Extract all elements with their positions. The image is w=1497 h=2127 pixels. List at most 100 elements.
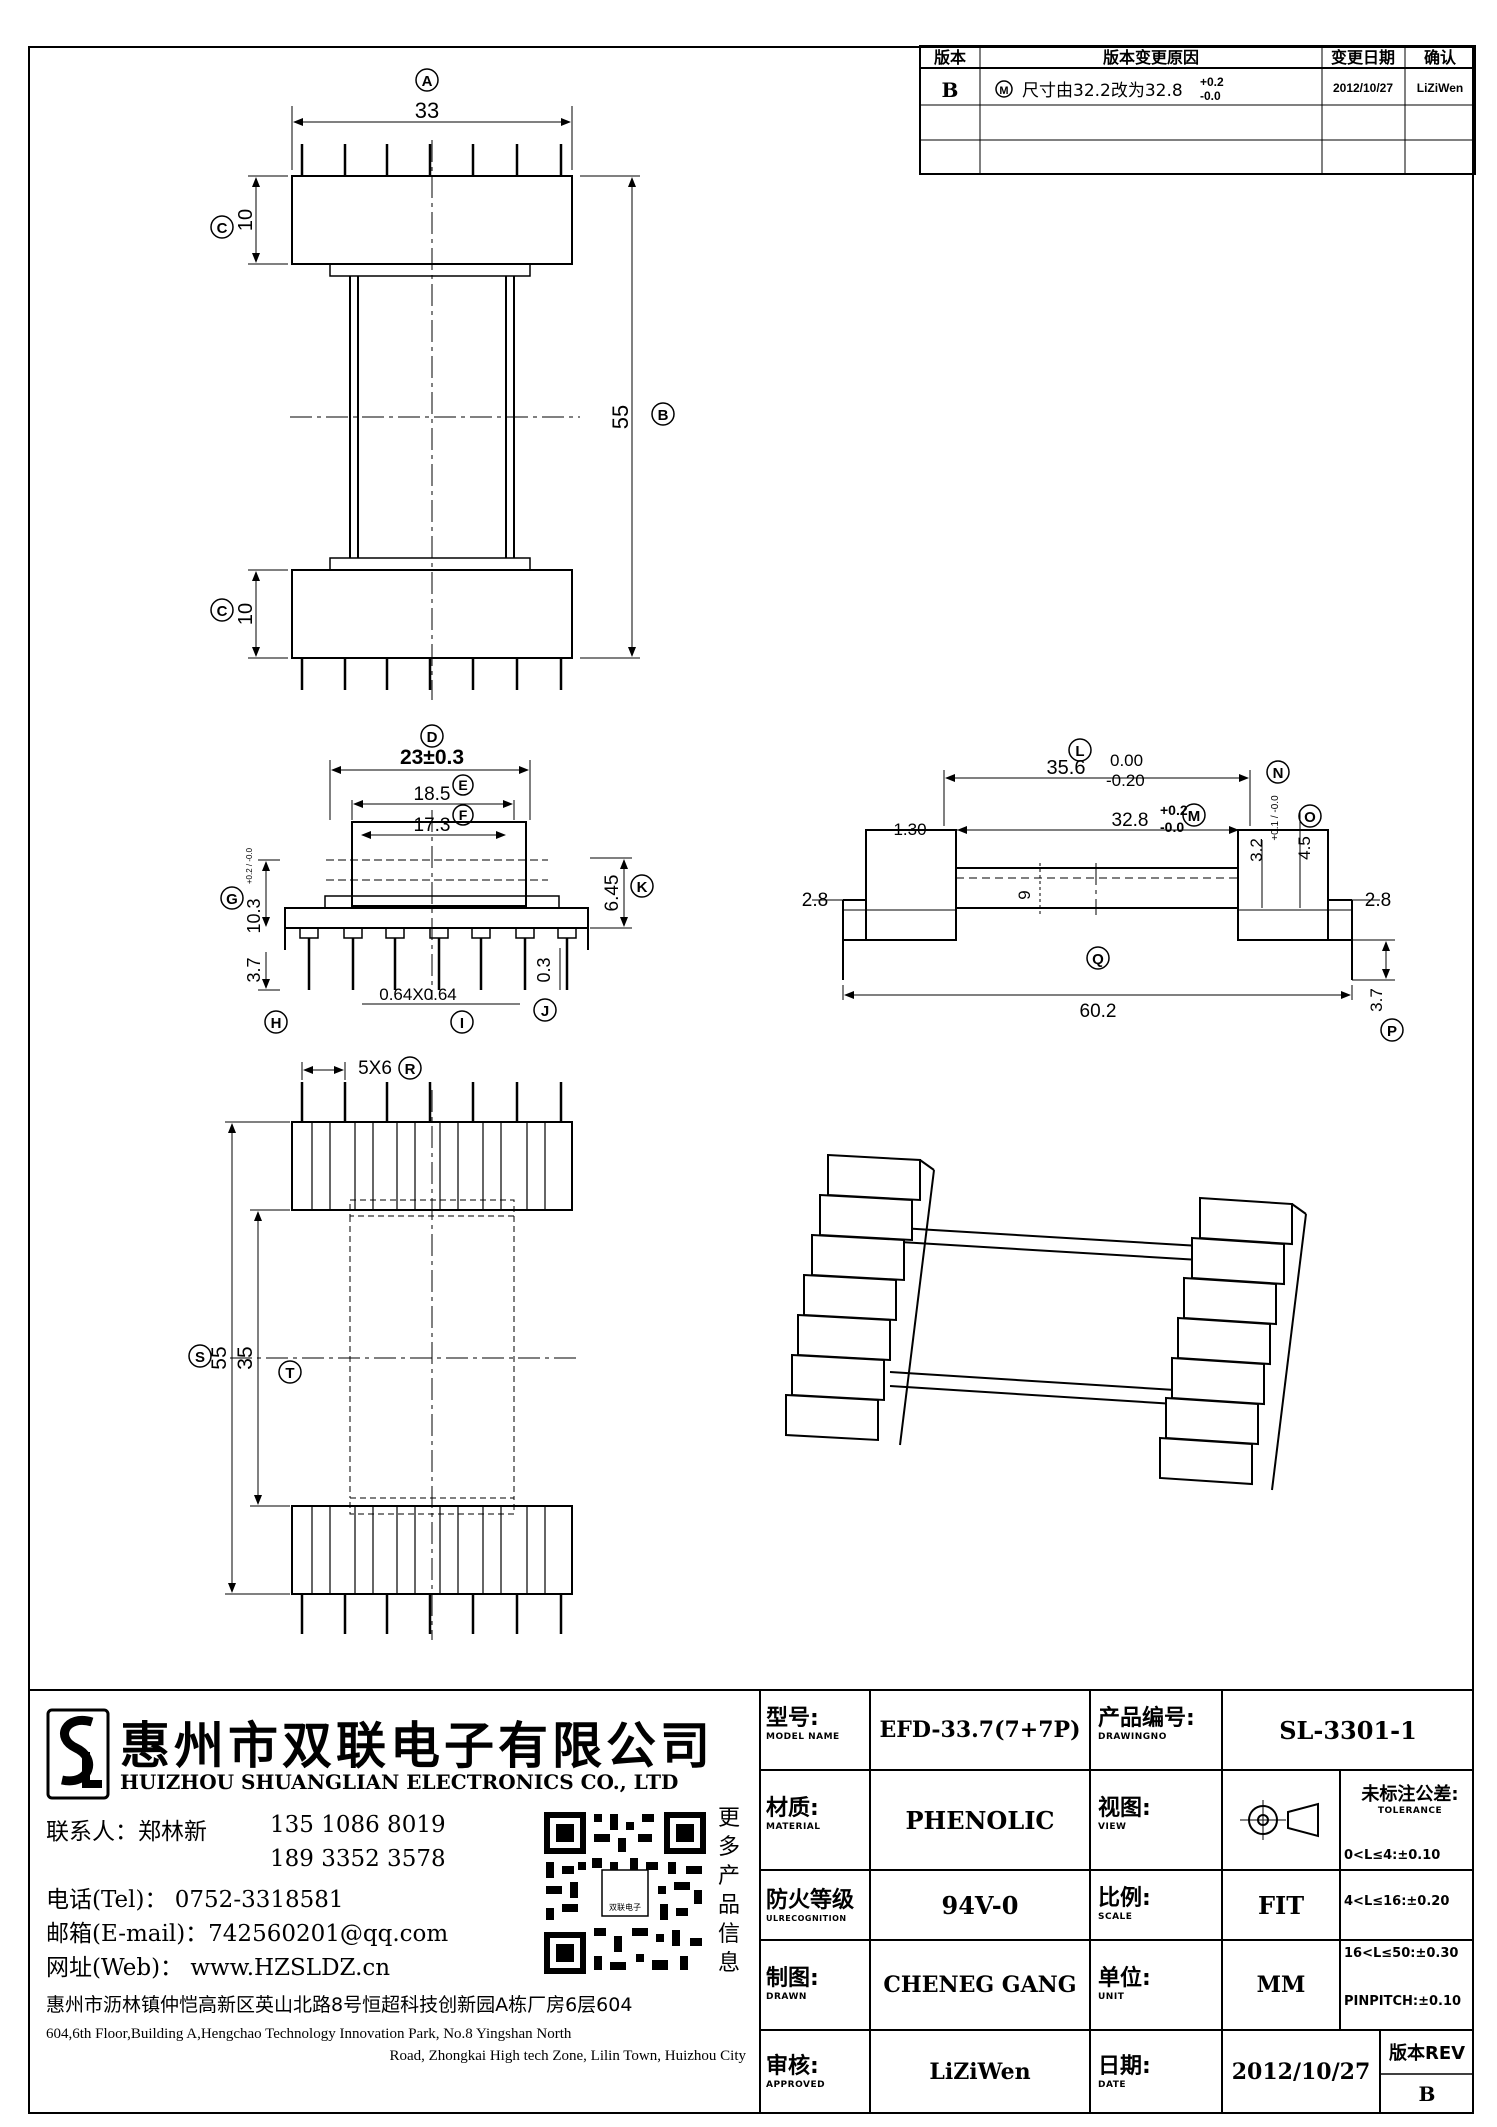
callout-n-circle (1266, 760, 1290, 784)
drawn-label: 制图: (766, 1966, 819, 1991)
dim-k-value: 6.45 (602, 875, 623, 912)
callout-q-circle (1086, 946, 1110, 970)
scale-label-cell: 比例: SCALE (1098, 1880, 1151, 1922)
callout-k-circle (630, 874, 654, 898)
date-label-cell: 日期: DATE (1098, 2048, 1151, 2090)
callout-c-top-circle (210, 215, 234, 239)
date-header: 变更日期 (1331, 48, 1395, 67)
qr-side-char: 多 (717, 1835, 740, 1860)
callout-k: K (637, 879, 648, 896)
tolerance-label: 未标注公差: (1361, 1784, 1459, 1805)
material-label-cell: 材质: MATERIAL (766, 1790, 821, 1832)
unit-value: MM (1256, 1972, 1306, 1998)
callout-f-circle (452, 804, 474, 826)
approved-label: 审核: (766, 2054, 819, 2079)
rev-date: 2012/10/27 (1333, 81, 1393, 95)
rev-confirm: LiZiWen (1417, 81, 1463, 95)
side-view (812, 770, 1395, 1000)
address-cn: 惠州市沥林镇仲恺高新区英山北路8号恒超科技创新园A栋厂房6层604 (46, 1994, 633, 2016)
qr-code: 双联电子 (540, 1808, 710, 1978)
dim-l-tol-minus: -0.20 (1106, 771, 1145, 790)
dim-9-value: 9 (1015, 890, 1034, 899)
side-view-labels: L 35.6 0.00 -0.20 32.8 +0.2 -0.0 M 1.30 … (802, 738, 1404, 1042)
callout-g-circle (220, 886, 244, 910)
rev-marker: M (999, 85, 1008, 97)
callout-p-circle (1380, 1018, 1404, 1042)
qr-side-char: 品 (717, 1893, 740, 1918)
qr-center-label: 双联电子 (609, 1903, 641, 1912)
front-view (258, 760, 632, 1005)
rev-tol-plus: +0.2 (1200, 75, 1224, 89)
front-view-labels: D 23±0.3 E 18.5 F 17.3 6.45 K G 10.3 +0.… (220, 724, 654, 1034)
callout-o-circle (1298, 804, 1322, 828)
callout-a-circle (415, 68, 439, 92)
rev-marker-circle (995, 80, 1013, 98)
callout-n: N (1273, 765, 1284, 782)
callout-o: O (1304, 809, 1316, 826)
dim-n-tolerance: +0.1 / -0.0 (1270, 795, 1281, 841)
callout-f: F (459, 807, 468, 823)
dim-m-tol-minus: -0.0 (1160, 819, 1184, 835)
tolerance-0: 0<L≤4:±0.10 (1344, 1848, 1441, 1863)
rev-header: 版本 (933, 48, 966, 67)
contact-email: 邮箱(E-mail)：742560201@qq.com (46, 1921, 449, 1947)
dim-28-left-value: 2.8 (802, 890, 828, 911)
rev-reason: 尺寸由32.2改为32.8 (1022, 81, 1183, 101)
reason-header: 版本变更原因 (1102, 48, 1199, 67)
callout-r: R (405, 1061, 416, 1078)
dim-h-value: 3.7 (244, 957, 264, 982)
dim-g-tolerance: +0.2 / -0.0 (245, 847, 254, 884)
rev-label: 版本REV (1388, 2043, 1466, 2064)
approved-value: LiZiWen (929, 2059, 1031, 2085)
dim-o-value: 4.5 (1295, 836, 1314, 860)
dim-c-top-value: 10 (235, 209, 257, 231)
dim-s-value: 55 (208, 1346, 231, 1369)
tolerance-label-en: TOLERANCE (1377, 1806, 1443, 1816)
approved-label-cell: 审核: APPROVED (766, 2048, 825, 2090)
sl-logo-icon (46, 1708, 110, 1800)
bottom-view (225, 1062, 580, 1640)
drawing-no-value: SL-3301-1 (1279, 1715, 1417, 1745)
dim-c-bottom-value: 10 (235, 603, 257, 625)
callout-t: T (285, 1365, 294, 1382)
contact-phone-2: 189 3352 3578 (270, 1846, 446, 1872)
callout-p: P (1387, 1023, 1397, 1040)
scale-label-en: SCALE (1098, 1912, 1133, 1922)
material-label: 材质: (766, 1796, 819, 1821)
callout-q: Q (1092, 951, 1104, 968)
callout-m: M (1188, 808, 1201, 825)
tolerance-label-cell: 未标注公差: TOLERANCE (1346, 1780, 1474, 1816)
drawn-label-cell: 制图: DRAWN (766, 1960, 819, 2002)
contact-person: 联系人：郑林新 (46, 1819, 207, 1845)
qr-side-char: 产 (717, 1864, 740, 1889)
address-en-line1: 604,6th Floor,Building A,Hengchao Techno… (46, 2026, 572, 2042)
dim-d-value: 23±0.3 (400, 746, 464, 769)
qr-side-char: 信 (717, 1922, 740, 1947)
model-value: EFD-33.7(7+7P) (879, 1717, 1081, 1743)
callout-c-top: C (217, 220, 228, 237)
dim-j-value: 0.3 (534, 957, 554, 982)
callout-m-circle (1182, 803, 1206, 827)
callout-s-circle (188, 1344, 212, 1368)
dim-e-value: 18.5 (414, 784, 451, 805)
dim-m-tol-plus: +0.2 (1160, 802, 1188, 818)
callout-e: E (458, 777, 467, 793)
callout-l: L (1075, 743, 1084, 760)
callout-a: A (422, 73, 433, 90)
callout-i: I (460, 1015, 464, 1032)
dim-t-value: 35 (234, 1346, 257, 1369)
view-label-cell: 视图: VIEW (1098, 1790, 1151, 1832)
dim-28-right-value: 2.8 (1365, 890, 1391, 911)
company-name-cn: 惠州市双联电子有限公司 (120, 1716, 714, 1775)
callout-b: B (658, 407, 669, 424)
address-en-line2: Road, Zhongkai High tech Zone, Lilin Tow… (389, 2048, 746, 2064)
rev-value: B (942, 78, 959, 102)
dim-l-tol-plus: 0.00 (1110, 751, 1143, 770)
drawing-no-label-cell: 产品编号: DRAWINGNO (1098, 1700, 1195, 1742)
isometric-view (785, 1153, 1307, 1491)
date-value: 2012/10/27 (1231, 2059, 1371, 2085)
callout-d-circle (420, 724, 444, 748)
qr-code-icon (540, 1808, 710, 1978)
dim-m-value: 32.8 (1112, 810, 1149, 831)
